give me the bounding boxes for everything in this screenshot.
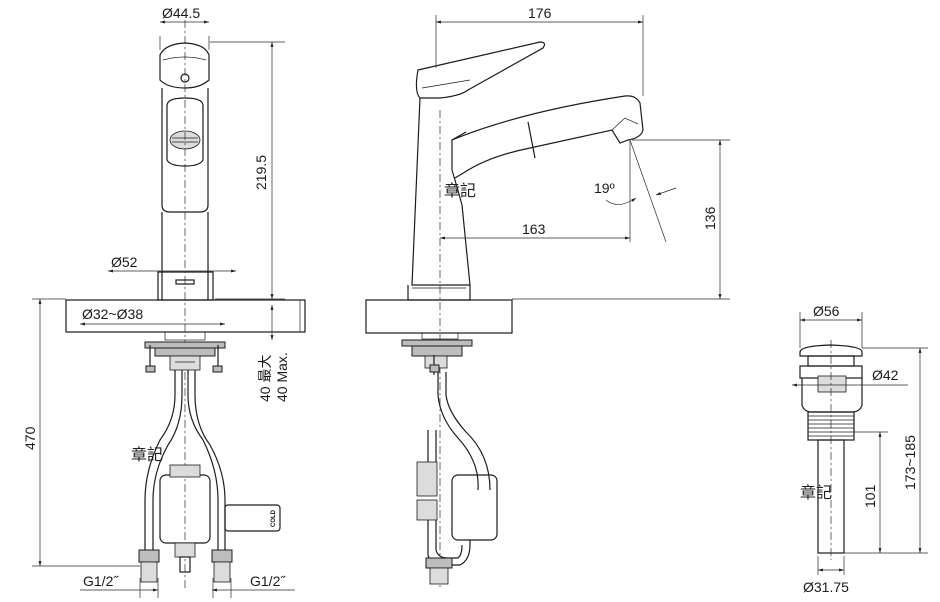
dim-total-height: 470 <box>22 426 38 450</box>
front-hoses: COLD <box>138 370 281 583</box>
dim-drain-top-diameter: Ø56 <box>813 303 840 319</box>
side-hoses <box>416 372 498 585</box>
side-countertop <box>365 299 513 334</box>
dim-hole-diameter: Ø32~Ø38 <box>82 306 143 322</box>
dim-front-top-diameter: Ø44.5 <box>162 5 200 21</box>
dim-inlet-right: G1/2˝ <box>250 573 286 589</box>
dim-side-reach-inner: 163 <box>522 221 546 237</box>
front-handle <box>159 42 210 89</box>
dim-front-base-diameter: Ø52 <box>111 254 138 270</box>
side-view <box>407 41 644 590</box>
dim-front-height: 219.5 <box>253 155 269 190</box>
dim-drain-bottom-diameter: Ø31.75 <box>803 579 849 595</box>
front-dimensions: Ø44.5 219.5 Ø52 Ø32~Ø38 40 最大 40 Max. 47… <box>22 5 301 598</box>
cold-label: COLD <box>271 509 277 527</box>
cold-tag <box>224 504 281 532</box>
dim-spout-height: 136 <box>702 206 718 230</box>
side-spout <box>451 95 644 179</box>
drain-cap <box>799 344 863 357</box>
front-view <box>157 20 214 590</box>
front-base <box>157 271 214 301</box>
side-lever <box>415 41 546 99</box>
side-dimensions: 176 19º 163 136 <box>435 5 730 300</box>
dim-thickness-cn: 40 最大 <box>257 355 273 402</box>
dim-drain-mid-diameter: Ø42 <box>872 367 899 383</box>
front-mounting-hardware <box>144 341 226 373</box>
dim-inlet-left: G1/2˝ <box>83 573 119 589</box>
front-spout <box>166 97 204 167</box>
watermark-side: 章記 <box>444 181 476 200</box>
dim-side-reach: 176 <box>528 5 552 21</box>
watermark-drain: 章記 <box>800 483 832 502</box>
dim-drain-tail: 101 <box>862 484 878 508</box>
dim-thickness-en: 40 Max. <box>274 352 290 402</box>
dim-spray-angle: 19º <box>594 180 615 196</box>
side-body <box>411 97 471 286</box>
side-mounting-hardware <box>401 339 473 375</box>
drain-view <box>799 340 863 560</box>
dim-drain-height: 173~185 <box>902 435 918 490</box>
watermark-front: 章記 <box>131 445 163 464</box>
drain-dimensions: Ø56 Ø42 173~185 101 Ø31.75 <box>792 303 928 595</box>
side-check-valve <box>451 474 498 541</box>
